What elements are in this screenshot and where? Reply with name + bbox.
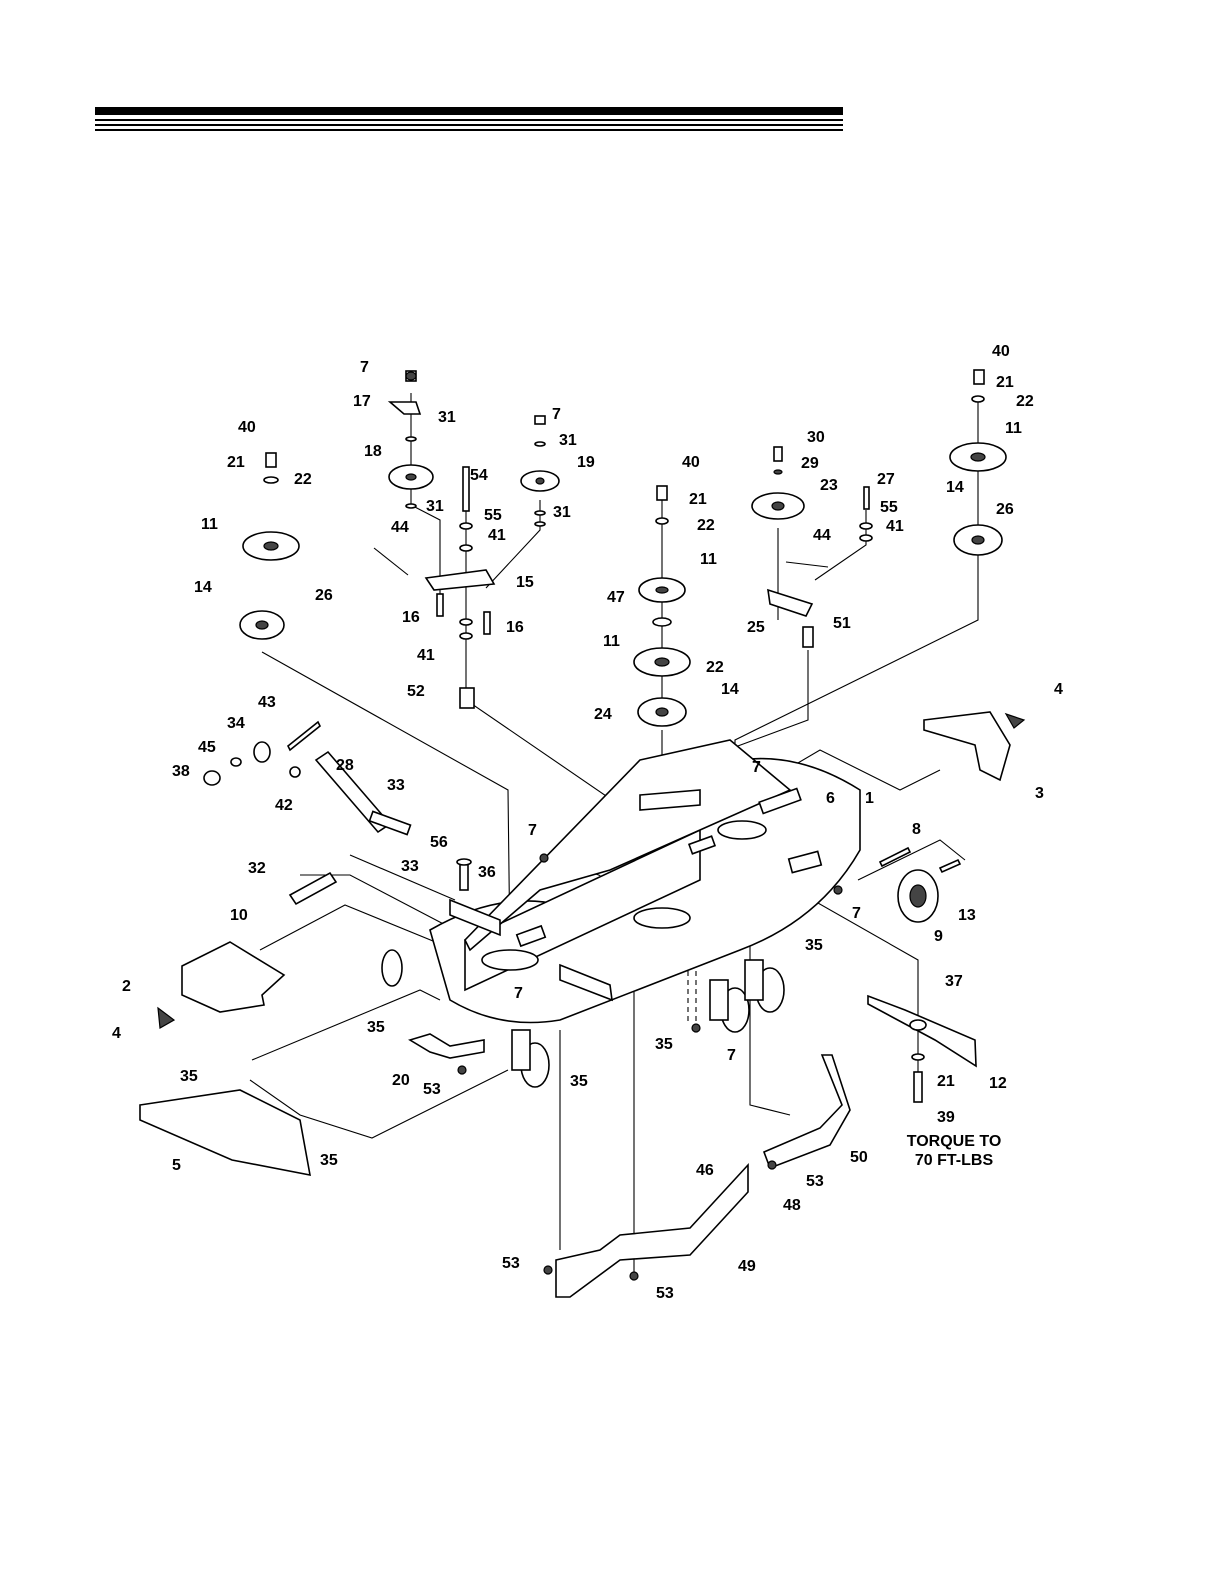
- callout-7: 7: [852, 905, 861, 922]
- callout-11: 11: [700, 551, 717, 568]
- callout-53: 53: [423, 1081, 441, 1098]
- callout-26: 26: [315, 587, 333, 604]
- callout-53: 53: [806, 1173, 824, 1190]
- callout-6: 6: [826, 790, 835, 807]
- callout-31: 31: [438, 409, 456, 426]
- callout-24: 24: [594, 706, 612, 723]
- callout-12: 12: [989, 1075, 1007, 1092]
- callout-42: 42: [275, 797, 293, 814]
- callout-18: 18: [364, 443, 382, 460]
- callout-50: 50: [850, 1149, 868, 1166]
- callout-35: 35: [320, 1152, 338, 1169]
- callout-47: 47: [607, 589, 625, 606]
- callout-44: 44: [391, 519, 409, 536]
- callout-32: 32: [248, 860, 266, 877]
- callout-44: 44: [813, 527, 831, 544]
- callout-7: 7: [727, 1047, 736, 1064]
- callout-26: 26: [996, 501, 1014, 518]
- callout-53: 53: [656, 1285, 674, 1302]
- callout-16: 16: [506, 619, 524, 636]
- callout-31: 31: [553, 504, 571, 521]
- callout-14: 14: [194, 579, 212, 596]
- torque-note-line-1: TORQUE TO: [907, 1133, 1002, 1150]
- callout-11: 11: [201, 516, 218, 533]
- callout-14: 14: [721, 681, 739, 698]
- callout-35: 35: [570, 1073, 588, 1090]
- callout-4: 4: [112, 1025, 121, 1042]
- callout-22: 22: [1016, 393, 1034, 410]
- callout-54: 54: [470, 467, 488, 484]
- callout-9: 9: [934, 928, 943, 945]
- callout-36: 36: [478, 864, 496, 881]
- callout-51: 51: [833, 615, 851, 632]
- callout-28: 28: [336, 757, 354, 774]
- callout-46: 46: [696, 1162, 714, 1179]
- pulleys-and-spindles: [240, 370, 1006, 726]
- callout-29: 29: [801, 455, 819, 472]
- callout-48: 48: [783, 1197, 801, 1214]
- callout-7: 7: [514, 985, 523, 1002]
- callout-22: 22: [697, 517, 715, 534]
- torque-note: TORQUE TO 70 FT-LBS: [907, 1133, 1002, 1169]
- callout-10: 10: [230, 907, 248, 924]
- callout-1: 1: [865, 790, 874, 807]
- callout-53: 53: [502, 1255, 520, 1272]
- callout-21: 21: [937, 1073, 955, 1090]
- callout-31: 31: [559, 432, 577, 449]
- callout-56: 56: [430, 834, 448, 851]
- callout-55: 55: [880, 499, 898, 516]
- callout-33: 33: [401, 858, 419, 875]
- callout-11: 11: [603, 633, 620, 650]
- callout-35: 35: [367, 1019, 385, 1036]
- callout-14: 14: [946, 479, 964, 496]
- callout-23: 23: [820, 477, 838, 494]
- callout-4: 4: [1054, 681, 1063, 698]
- callout-13: 13: [958, 907, 976, 924]
- callout-35: 35: [655, 1036, 673, 1053]
- callout-22: 22: [294, 471, 312, 488]
- callout-21: 21: [227, 454, 245, 471]
- callout-41: 41: [886, 518, 904, 535]
- callout-20: 20: [392, 1072, 410, 1089]
- callout-7: 7: [528, 822, 537, 839]
- callout-8: 8: [912, 821, 921, 838]
- torque-note-line-2: 70 FT-LBS: [915, 1152, 994, 1169]
- callout-33: 33: [387, 777, 405, 794]
- callout-34: 34: [227, 715, 245, 732]
- callout-16: 16: [402, 609, 420, 626]
- callout-17: 17: [353, 393, 371, 410]
- callout-41: 41: [417, 647, 435, 664]
- callout-35: 35: [805, 937, 823, 954]
- callout-3: 3: [1035, 785, 1044, 802]
- callout-11: 11: [1005, 420, 1022, 437]
- callout-2: 2: [122, 978, 131, 995]
- callout-55: 55: [484, 507, 502, 524]
- callout-30: 30: [807, 429, 825, 446]
- callout-25: 25: [747, 619, 765, 636]
- callout-49: 49: [738, 1258, 756, 1275]
- callout-40: 40: [238, 419, 256, 436]
- callout-22: 22: [706, 659, 724, 676]
- callout-19: 19: [577, 454, 595, 471]
- callout-21: 21: [996, 374, 1014, 391]
- callout-7: 7: [752, 759, 761, 776]
- callout-40: 40: [992, 343, 1010, 360]
- callout-45: 45: [198, 739, 216, 756]
- callout-35: 35: [180, 1068, 198, 1085]
- callout-38: 38: [172, 763, 190, 780]
- callout-5: 5: [172, 1157, 181, 1174]
- callout-15: 15: [516, 574, 534, 591]
- callout-37: 37: [945, 973, 963, 990]
- callout-7: 7: [360, 359, 369, 376]
- callout-52: 52: [407, 683, 425, 700]
- callout-21: 21: [689, 491, 707, 508]
- callout-39: 39: [937, 1109, 955, 1126]
- callout-43: 43: [258, 694, 276, 711]
- callout-27: 27: [877, 471, 895, 488]
- callout-7: 7: [552, 406, 561, 423]
- callout-41: 41: [488, 527, 506, 544]
- callout-31: 31: [426, 498, 444, 515]
- callout-40: 40: [682, 454, 700, 471]
